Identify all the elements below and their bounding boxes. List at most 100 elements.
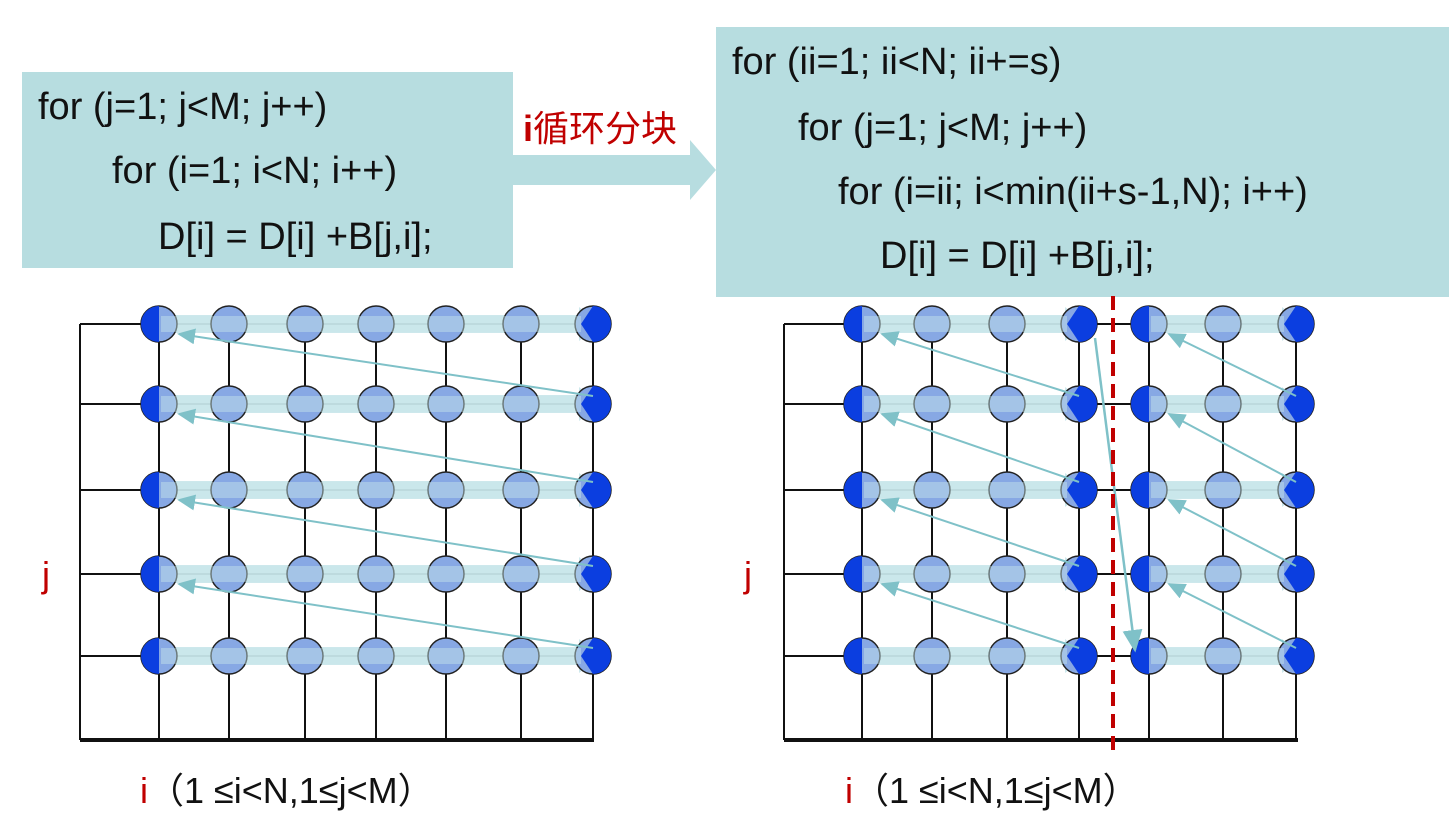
node-start-marker bbox=[1131, 472, 1149, 508]
return-arrow bbox=[880, 497, 1080, 567]
node-start-marker bbox=[1131, 556, 1149, 592]
y-axis-label: j bbox=[42, 554, 50, 595]
iteration-node bbox=[502, 555, 540, 593]
iteration-node bbox=[357, 471, 395, 509]
return-arrow bbox=[1167, 583, 1297, 649]
traversal-band-overlay bbox=[864, 648, 1067, 664]
traversal-band-overlay bbox=[161, 566, 581, 582]
node-start-marker bbox=[141, 556, 159, 592]
node-start-marker bbox=[1131, 306, 1149, 342]
node-end-marker bbox=[1284, 638, 1314, 674]
iteration-node bbox=[913, 555, 951, 593]
traversal-band-overlay bbox=[1151, 316, 1284, 332]
iteration-node bbox=[357, 637, 395, 675]
node-start-marker bbox=[844, 556, 862, 592]
return-arrow bbox=[880, 581, 1080, 649]
code-line: for (i=ii; i<min(ii+s-1,N); i++) bbox=[838, 171, 1308, 213]
iteration-node bbox=[427, 305, 465, 343]
iteration-node bbox=[913, 637, 951, 675]
y-axis-label: j bbox=[744, 554, 752, 595]
return-arrow bbox=[1167, 499, 1297, 567]
node-end-marker bbox=[1284, 386, 1314, 422]
iteration-node bbox=[427, 555, 465, 593]
iteration-node bbox=[502, 305, 540, 343]
transform-label-var: i bbox=[523, 108, 534, 149]
traversal-band-overlay bbox=[1151, 396, 1284, 412]
traversal-band-overlay bbox=[161, 482, 581, 498]
iteration-node bbox=[427, 385, 465, 423]
iteration-node bbox=[988, 555, 1026, 593]
iteration-node bbox=[427, 637, 465, 675]
iteration-node bbox=[427, 471, 465, 509]
node-start-marker bbox=[141, 306, 159, 342]
traversal-band-overlay bbox=[161, 316, 581, 332]
return-arrow bbox=[177, 578, 594, 649]
code-line: for (i=1; i<N; i++) bbox=[112, 150, 398, 192]
node-end-marker bbox=[1067, 306, 1097, 342]
iteration-node bbox=[502, 471, 540, 509]
traversal-band-overlay bbox=[864, 482, 1067, 498]
x-axis-var: i bbox=[140, 770, 148, 811]
traversal-band-overlay bbox=[1151, 648, 1284, 664]
transform-label: i循环分块 bbox=[523, 100, 677, 152]
node-start-marker bbox=[844, 306, 862, 342]
return-arrow bbox=[1167, 333, 1297, 397]
iteration-node bbox=[210, 637, 248, 675]
iteration-node bbox=[988, 305, 1026, 343]
traversal-band-overlay bbox=[161, 648, 581, 664]
return-arrow bbox=[177, 408, 594, 483]
node-start-marker bbox=[844, 638, 862, 674]
iteration-node bbox=[286, 555, 324, 593]
x-axis-var: i bbox=[845, 770, 853, 811]
iteration-node bbox=[913, 305, 951, 343]
node-end-marker bbox=[1284, 556, 1314, 592]
iteration-node bbox=[286, 637, 324, 675]
code-line: for (ii=1; ii<N; ii+=s) bbox=[732, 41, 1062, 83]
node-start-marker bbox=[141, 386, 159, 422]
x-axis-range: （1 ≤i<N,1≤j<M） bbox=[148, 770, 434, 811]
node-start-marker bbox=[844, 386, 862, 422]
traversal-band-overlay bbox=[864, 316, 1067, 332]
code-line: for (j=1; j<M; j++) bbox=[798, 107, 1088, 149]
iteration-node bbox=[502, 637, 540, 675]
traversal-band-overlay bbox=[161, 396, 581, 412]
iteration-node bbox=[988, 385, 1026, 423]
iteration-grid bbox=[783, 296, 1315, 752]
iteration-node bbox=[286, 305, 324, 343]
return-arrow bbox=[1167, 413, 1297, 483]
iteration-node bbox=[286, 471, 324, 509]
node-start-marker bbox=[1131, 386, 1149, 422]
traversal-band-overlay bbox=[864, 396, 1067, 412]
code-line: D[i] = D[i] +B[j,i]; bbox=[158, 216, 433, 258]
iteration-node bbox=[1204, 385, 1242, 423]
iteration-node bbox=[357, 555, 395, 593]
iteration-node bbox=[988, 471, 1026, 509]
traversal-band-overlay bbox=[1151, 482, 1284, 498]
iteration-node bbox=[913, 385, 951, 423]
iteration-node bbox=[357, 385, 395, 423]
node-start-marker bbox=[141, 638, 159, 674]
iteration-node bbox=[988, 637, 1026, 675]
original-loop-code: for (j=1; j<M; j++) for (i=1; i<N; i++) … bbox=[22, 72, 513, 268]
node-start-marker bbox=[844, 472, 862, 508]
iteration-node bbox=[1204, 471, 1242, 509]
node-end-marker bbox=[1284, 472, 1314, 508]
code-line: D[i] = D[i] +B[j,i]; bbox=[880, 235, 1155, 277]
iteration-grid bbox=[79, 305, 612, 742]
return-arrow bbox=[880, 411, 1080, 483]
iteration-node bbox=[286, 385, 324, 423]
return-arrow bbox=[177, 494, 594, 567]
iteration-node bbox=[357, 305, 395, 343]
transform-label-text: 循环分块 bbox=[533, 109, 678, 150]
node-end-marker bbox=[1284, 306, 1314, 342]
iteration-node bbox=[1204, 305, 1242, 343]
x-axis-label: i（1 ≤i<N,1≤j<M） bbox=[845, 762, 1139, 814]
traversal-band-overlay bbox=[1151, 566, 1284, 582]
blocked-loop-code: for (ii=1; ii<N; ii+=s) for (j=1; j<M; j… bbox=[716, 27, 1449, 297]
code-line: for (j=1; j<M; j++) bbox=[38, 86, 328, 128]
return-arrow bbox=[880, 331, 1080, 397]
transform-arrow bbox=[513, 140, 716, 200]
iteration-node bbox=[1204, 637, 1242, 675]
node-start-marker bbox=[141, 472, 159, 508]
